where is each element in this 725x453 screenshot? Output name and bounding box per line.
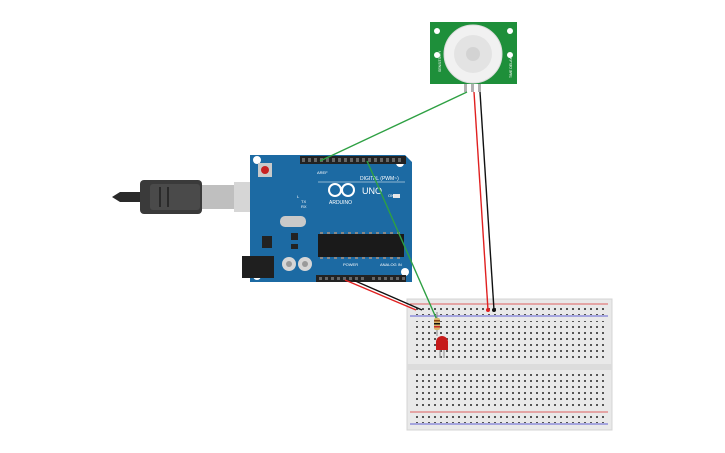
model-text: UNO [362, 186, 382, 196]
on-label: ON [388, 193, 394, 198]
arduino-logo-icon [328, 183, 355, 197]
resistor-icon[interactable] [434, 312, 440, 336]
tx-label: TX [301, 199, 306, 204]
arduino-board-icon[interactable]: AREF DIGITAL (PWM~) UNO ARDUINO TX RX L … [242, 155, 412, 282]
time-delay-label: TIME DELAY [509, 57, 513, 78]
logo-text: ARDUINO [329, 200, 352, 206]
wire-green-led[interactable] [366, 160, 438, 321]
wire-black-board-gnd[interactable] [352, 279, 423, 311]
microcontroller-chip [318, 234, 404, 257]
led-icon[interactable] [436, 336, 448, 358]
l-label: L [297, 194, 300, 199]
breadboard-icon[interactable] [406, 298, 613, 431]
wires [319, 91, 496, 322]
power-jack[interactable] [242, 256, 274, 278]
usb-cable-icon[interactable] [112, 180, 264, 214]
digital-label: DIGITAL (PWM~) [360, 176, 399, 182]
power-label: POWER [343, 262, 358, 267]
wire-green-signal[interactable] [319, 91, 468, 162]
wire-red-5v[interactable] [344, 279, 417, 311]
sensitivity-label: SENSITIVITY [438, 50, 442, 72]
analog-label: ANALOG IN [380, 262, 402, 267]
wire-black-gnd[interactable] [479, 91, 495, 311]
pir-sensor-icon[interactable]: SENSITIVITY TIME DELAY [430, 22, 517, 92]
rx-label: RX [301, 204, 307, 209]
wire-red-vcc[interactable] [473, 91, 489, 311]
aref-label: AREF [317, 170, 328, 175]
